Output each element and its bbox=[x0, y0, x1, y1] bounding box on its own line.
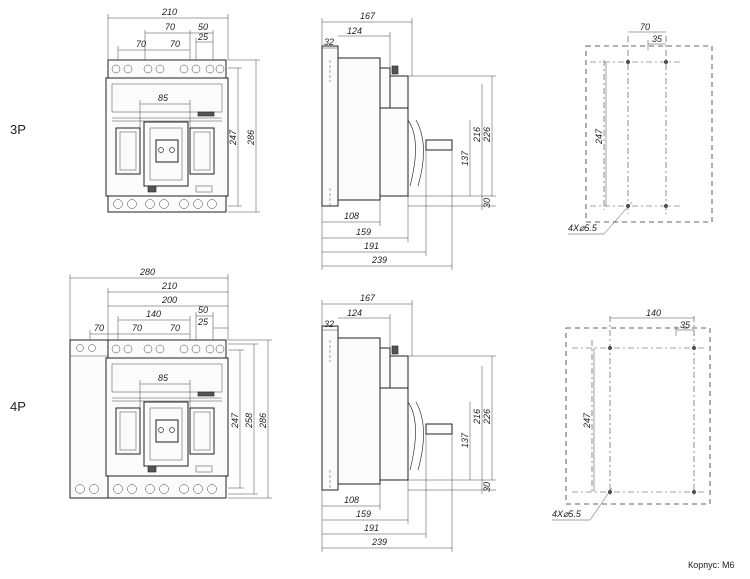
dim-70-mid-4p: 70 bbox=[170, 323, 180, 333]
dim-pitch-mid-3p: 70 bbox=[170, 39, 180, 49]
front-view-3p: 210 70 50 70 70 25 85 247 286 bbox=[105, 7, 260, 213]
dim-159-4p: 159 bbox=[356, 509, 371, 519]
dim-286-4p: 286 bbox=[258, 413, 268, 429]
dim-200-4p: 200 bbox=[161, 295, 177, 305]
dim-mount-247-3p: 247 bbox=[594, 128, 604, 145]
dim-137-3p: 137 bbox=[460, 150, 470, 166]
side-view-4p: 167 124 32 108 159 191 239 216 226 137 3… bbox=[321, 293, 496, 552]
dim-216-3p: 216 bbox=[472, 127, 482, 143]
dim-70-pole-4p: 70 bbox=[94, 323, 104, 333]
dim-239-4p: 239 bbox=[371, 537, 387, 547]
terminal-row-bottom-4p bbox=[113, 484, 217, 494]
dim-280-4p: 280 bbox=[139, 267, 155, 277]
mount-pattern-3p: 70 35 247 4X⌀5.5 bbox=[568, 22, 713, 235]
dim-mount-70-3p: 70 bbox=[640, 22, 650, 32]
dim-mount-140-4p: 140 bbox=[646, 308, 661, 318]
dim-140-4p: 140 bbox=[146, 309, 161, 319]
dim-pitch-top-3p: 70 bbox=[165, 22, 175, 32]
dim-210-4p: 210 bbox=[161, 281, 177, 291]
dim-25-4p: 25 bbox=[197, 317, 209, 327]
dim-pitch-left-3p: 70 bbox=[136, 39, 146, 49]
dim-70-left-4p: 70 bbox=[132, 323, 142, 333]
dim-124-3p: 124 bbox=[347, 26, 362, 36]
dim-247-3p: 247 bbox=[228, 129, 238, 146]
footer-note: Корпус: М6 bbox=[688, 560, 735, 570]
dim-mount-247-4p: 247 bbox=[582, 412, 592, 429]
dim-159-3p: 159 bbox=[356, 227, 371, 237]
dim-247-4p: 247 bbox=[230, 412, 240, 429]
dim-108-4p: 108 bbox=[344, 495, 359, 505]
dim-30-4p: 30 bbox=[482, 482, 492, 492]
hole-note-3p: 4X⌀5.5 bbox=[568, 223, 598, 233]
dim-124-4p: 124 bbox=[347, 308, 362, 318]
dim-30-3p: 30 bbox=[482, 198, 492, 208]
dim-window-3p: 85 bbox=[158, 93, 169, 103]
dim-width-3p: 210 bbox=[161, 7, 177, 17]
dim-286-3p: 286 bbox=[246, 130, 256, 146]
dim-mount-35-3p: 35 bbox=[652, 34, 663, 44]
dim-216-4p: 216 bbox=[472, 409, 482, 425]
front-view-4p: 280 210 200 50 25 70 140 70 70 85 247 25… bbox=[69, 267, 272, 499]
dim-window-4p: 85 bbox=[158, 373, 169, 383]
dim-32-4p: 32 bbox=[324, 319, 334, 329]
dim-226-4p: 226 bbox=[482, 409, 492, 425]
terminal-row-bottom-3p bbox=[113, 199, 217, 209]
dim-226-3p: 226 bbox=[482, 127, 492, 143]
row-label-3p: 3P bbox=[10, 122, 26, 137]
dim-137-4p: 137 bbox=[460, 432, 470, 448]
dim-167-3p: 167 bbox=[360, 11, 376, 21]
dim-167-4p: 167 bbox=[360, 293, 376, 303]
side-view-3p: 167 124 32 108 159 191 239 216 226 137 3… bbox=[321, 11, 496, 270]
dim-50-3p: 50 bbox=[198, 22, 208, 32]
dim-25-3p: 25 bbox=[197, 32, 209, 42]
dim-50-4p: 50 bbox=[198, 305, 208, 315]
terminal-row-top-3p bbox=[111, 64, 225, 74]
dim-239-3p: 239 bbox=[371, 255, 387, 265]
hole-note-4p: 4X⌀5.5 bbox=[552, 509, 582, 519]
dim-191-3p: 191 bbox=[364, 241, 379, 251]
dim-191-4p: 191 bbox=[364, 523, 379, 533]
dim-258-4p: 258 bbox=[244, 413, 254, 429]
mount-pattern-4p: 140 35 247 4X⌀5.5 bbox=[552, 308, 711, 521]
dim-108-3p: 108 bbox=[344, 211, 359, 221]
dim-mount-35-4p: 35 bbox=[680, 320, 691, 330]
dim-32-3p: 32 bbox=[324, 37, 334, 47]
terminal-row-top-4p bbox=[111, 344, 225, 354]
row-label-4p: 4P bbox=[10, 399, 26, 414]
